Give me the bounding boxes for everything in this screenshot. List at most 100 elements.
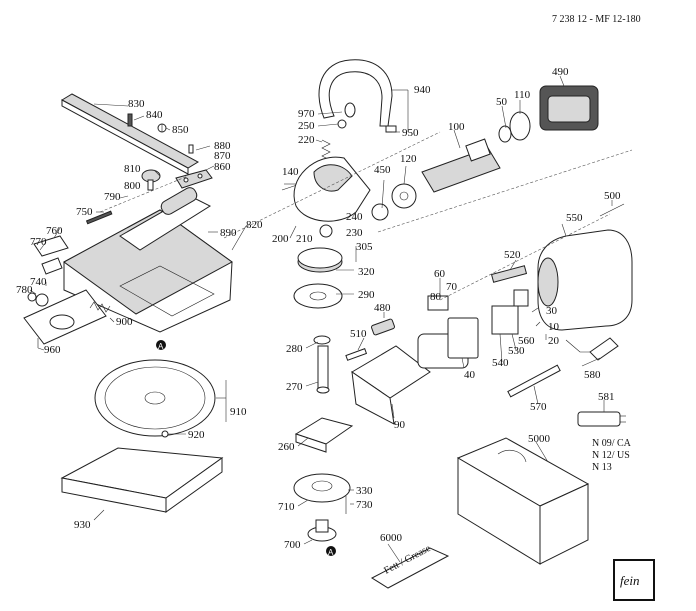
guide-rail-830: [60, 93, 200, 175]
part-label: 250: [298, 120, 315, 132]
part-label: 730: [356, 499, 373, 511]
part-label: 540: [492, 357, 509, 369]
part-label: 520: [504, 249, 521, 261]
part-label: 830: [128, 98, 145, 110]
part-label: 970: [298, 108, 315, 120]
part-label: 230: [346, 227, 363, 239]
part-label: 40: [464, 369, 476, 381]
pinion-305: [371, 203, 389, 221]
part-label: 890: [220, 227, 237, 239]
part-label: 480: [374, 302, 391, 314]
part-label: 70: [446, 281, 458, 293]
part-label: 800: [124, 180, 141, 192]
part-label: 840: [146, 109, 163, 121]
part-label: 270: [286, 381, 303, 393]
cable-guide-520: [490, 265, 528, 283]
switch-540-530: [491, 305, 519, 335]
part-label: 750: [76, 206, 93, 218]
switch-480-510: [345, 318, 395, 361]
part-label: 910: [230, 406, 247, 418]
grease-tube-6000: Fett / Grease: [370, 543, 450, 589]
part-label: 80: [430, 291, 442, 303]
part-label: 930: [74, 519, 91, 531]
part-label: 960: [44, 344, 61, 356]
rod-790-750: [85, 175, 189, 225]
spindle-270: [316, 345, 330, 394]
part-label: 580: [584, 369, 601, 381]
handle-940: [318, 59, 393, 127]
part-label: 240: [346, 211, 363, 223]
screw-950: [385, 125, 397, 133]
part-label: 550: [566, 212, 583, 224]
flange-nut-700: [307, 519, 337, 542]
part-label: 900: [116, 316, 133, 328]
part-label: 740: [30, 276, 47, 288]
housing-cover-550: [537, 229, 633, 331]
plug-note: N 12/ US: [592, 450, 630, 461]
part-label: 860: [214, 161, 231, 173]
part-label: 850: [172, 124, 189, 136]
svg-text:fein: fein: [620, 573, 640, 588]
bracket-760-770: [33, 235, 69, 275]
washer-290: [293, 283, 343, 309]
guide-body-820: [63, 187, 233, 333]
part-label: 10: [548, 321, 560, 333]
part-label: 100: [448, 121, 465, 133]
part-label: 870: [214, 150, 231, 162]
plug-note: N 09/ CA: [592, 438, 632, 449]
part-label: 330: [356, 485, 373, 497]
part-label: 950: [402, 127, 419, 139]
plug-581: [577, 411, 626, 427]
part-label: 50: [496, 96, 508, 108]
fan-120: [391, 183, 417, 209]
part-label: 780: [16, 284, 33, 296]
clamp-860: [175, 169, 213, 189]
spring-970-250: [337, 102, 356, 129]
svg-text:A: A: [328, 548, 334, 557]
part-label: 120: [400, 153, 417, 165]
screw-850: [157, 123, 167, 133]
fein-logo: fein: [613, 559, 655, 601]
part-label: 710: [278, 501, 295, 513]
part-label: 200: [272, 233, 289, 245]
part-label: 490: [552, 66, 569, 78]
part-label: 5000: [528, 433, 551, 445]
screw-500: [599, 203, 625, 217]
cable-clamp-560: [513, 289, 529, 307]
armature-100: [421, 138, 501, 193]
brush-holder-40: [447, 317, 479, 359]
tube-570: [507, 364, 561, 398]
gear-housing-200: [293, 156, 371, 222]
spring-900: [89, 301, 111, 313]
part-label: 20: [548, 335, 560, 347]
part-label: 880: [214, 140, 231, 152]
plug-note: N 13: [592, 462, 612, 473]
svg-text:A: A: [158, 342, 164, 351]
part-label: 60: [434, 268, 446, 280]
document-code: 7 238 12 - MF 12-180: [552, 14, 641, 25]
field-coil-490: [539, 85, 599, 131]
gear-320: [297, 247, 343, 273]
part-label: 570: [530, 401, 547, 413]
part-labels: 830 840 850 880 870 860 810 800 790 750 …: [16, 66, 621, 551]
brushes-60-70-80: [427, 295, 449, 311]
part-label: 920: [188, 429, 205, 441]
carrying-case-5000: [456, 437, 590, 565]
part-label: 30: [546, 305, 558, 317]
part-label: 530: [508, 345, 525, 357]
part-label: 280: [286, 343, 303, 355]
bearing-230: [319, 224, 333, 238]
part-label: 110: [514, 89, 531, 101]
screw-920: [161, 430, 169, 438]
part-label: 810: [124, 163, 141, 175]
marker-a-bottom: A: [326, 546, 336, 557]
part-label: 210: [296, 233, 313, 245]
part-label: 760: [46, 225, 63, 237]
part-label: 450: [374, 164, 391, 176]
flange-260: [294, 417, 354, 453]
part-label: 305: [356, 241, 373, 253]
part-label: 220: [298, 134, 315, 146]
screw-840: [127, 113, 133, 127]
part-label: 90: [394, 419, 406, 431]
